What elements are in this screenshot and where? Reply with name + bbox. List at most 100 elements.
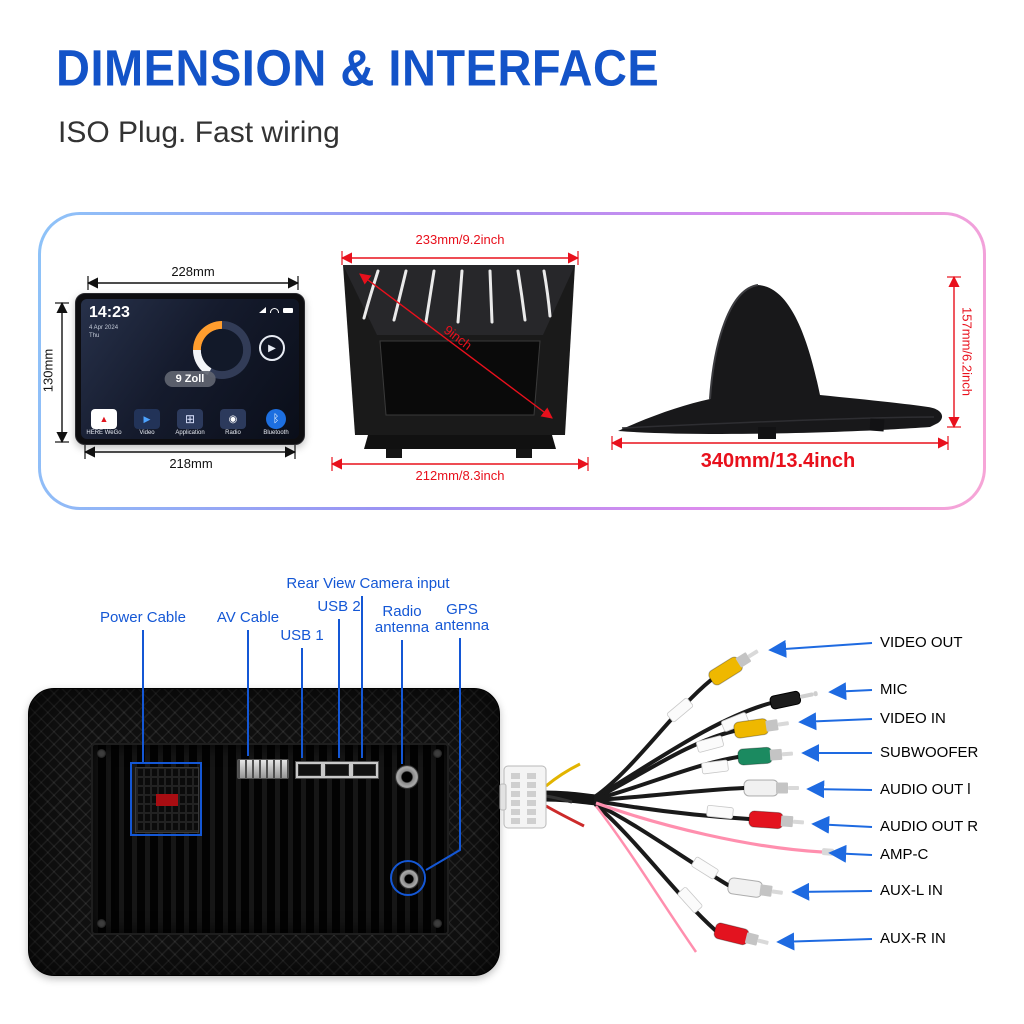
rca-plug-aux-r bbox=[713, 922, 769, 946]
dim-front-height: 130mm bbox=[40, 348, 56, 393]
video-icon: ▶ bbox=[134, 409, 160, 429]
rca-plug-aux-l bbox=[727, 877, 783, 898]
gps-antenna-jack bbox=[399, 869, 419, 889]
callout-gps-line2: antenna bbox=[434, 617, 490, 634]
mount-figure bbox=[610, 275, 961, 450]
rca-plug-audio-out-r bbox=[748, 810, 805, 830]
radio-antenna-jack bbox=[395, 765, 419, 789]
frame-chin bbox=[364, 435, 556, 449]
screen-day: Thu bbox=[89, 333, 100, 339]
harness-label-aux-l: AUX-L IN bbox=[880, 882, 943, 899]
mic-plug bbox=[769, 690, 818, 710]
callout-gps-antenna: GPS antenna bbox=[422, 602, 502, 634]
power-highlight-box bbox=[130, 762, 202, 836]
app-label: Video bbox=[139, 430, 155, 436]
rear-callout-lines bbox=[130, 596, 461, 896]
head-unit-screen: 14:23 4 Apr 2024 Thu ▶ 9 Zoll ▲ HERE WeG… bbox=[81, 299, 299, 439]
radio-icon: ◉ bbox=[220, 409, 246, 429]
screen-size-badge: 9 Zoll bbox=[164, 371, 216, 387]
signal-icon bbox=[259, 307, 266, 313]
arrow-video-out bbox=[768, 639, 873, 658]
screen-clock: 14:23 bbox=[89, 304, 130, 321]
usb2-port bbox=[325, 764, 349, 776]
callout-usb2: USB 2 bbox=[317, 598, 361, 615]
app-video: ▶ Video bbox=[126, 409, 168, 436]
power-connector bbox=[135, 767, 199, 833]
dim-front-width-top: 228mm bbox=[171, 264, 215, 279]
dim-mount-width: 340mm/13.4inch bbox=[700, 450, 856, 472]
screw bbox=[433, 919, 442, 928]
callout-av-cable: AV Cable bbox=[216, 609, 280, 626]
play-button-icon: ▶ bbox=[259, 335, 285, 361]
app-label: Radio bbox=[225, 430, 241, 436]
harness-label-amp-c: AMP-C bbox=[880, 846, 929, 863]
callout-radio-antenna: Radio antenna bbox=[362, 604, 442, 636]
usb-ports bbox=[295, 761, 379, 779]
app-here-wego: ▲ HERE WeGo bbox=[83, 409, 125, 436]
rca-plug-audio-out-l bbox=[743, 779, 799, 797]
screw bbox=[433, 749, 442, 758]
bluetooth-icon: ᛒ bbox=[266, 409, 286, 429]
app-application: ⊞ Application bbox=[169, 409, 211, 436]
rca-plug-video-out bbox=[708, 649, 759, 686]
play-glyph: ▶ bbox=[268, 342, 276, 354]
mount-shape bbox=[618, 285, 943, 434]
harness-label-mic: MIC bbox=[880, 681, 908, 698]
head-unit-front: 14:23 4 Apr 2024 Thu ▶ 9 Zoll ▲ HERE WeG… bbox=[75, 293, 305, 445]
callout-usb1: USB 1 bbox=[280, 627, 324, 644]
app-label: Bluetooth bbox=[263, 430, 289, 436]
battery-icon bbox=[283, 308, 293, 313]
callout-radio-line2: antenna bbox=[374, 619, 430, 636]
here-wego-icon: ▲ bbox=[91, 409, 117, 429]
main-harness-connector bbox=[499, 765, 547, 829]
frame-opening bbox=[379, 340, 541, 416]
arrow-aux-l bbox=[791, 882, 873, 901]
harness-label-audio-out-r: AUDIO OUT R bbox=[880, 818, 979, 835]
callout-power-cable: Power Cable bbox=[100, 609, 186, 626]
gps-highlight-circle bbox=[390, 860, 426, 896]
front-view-dimension-lines bbox=[55, 276, 300, 459]
page-subtitle: ISO Plug. Fast wiring bbox=[58, 116, 340, 149]
callout-radio-line1: Radio bbox=[382, 603, 422, 620]
harness-label-video-in: VIDEO IN bbox=[880, 710, 946, 727]
wiring-harness bbox=[499, 639, 873, 953]
screw bbox=[97, 919, 106, 928]
power-connector-sticker bbox=[156, 794, 178, 806]
harness-label-audio-out-l: AUDIO OUT l bbox=[880, 781, 971, 798]
rca-plug-video-in bbox=[733, 718, 789, 739]
camera-input-port bbox=[352, 764, 376, 776]
rca-plug-subwoofer bbox=[737, 746, 794, 766]
frame-figure bbox=[330, 251, 590, 471]
harness-label-video-out: VIDEO OUT bbox=[880, 634, 963, 651]
harness-label-subwoofer: SUBWOOFER bbox=[880, 744, 979, 761]
dim-front-width-bottom: 218mm bbox=[169, 456, 213, 471]
amp-c-terminal bbox=[821, 848, 835, 856]
harness-label-aux-r: AUX-R IN bbox=[880, 930, 946, 947]
arrow-audio-out-r bbox=[811, 815, 873, 834]
page-title: DIMENSION & INTERFACE bbox=[56, 39, 660, 97]
app-bluetooth: ᛒ Bluetooth bbox=[255, 409, 297, 436]
wifi-icon bbox=[270, 308, 279, 313]
dim-mount-height: 157mm/6.2inch bbox=[959, 307, 975, 396]
amp-c-wire bbox=[595, 801, 823, 854]
speedometer-gauge bbox=[193, 321, 251, 379]
application-grid-icon: ⊞ bbox=[177, 409, 203, 429]
arrow-amp-c bbox=[828, 844, 873, 863]
screw bbox=[97, 749, 106, 758]
arrow-mic bbox=[828, 682, 873, 701]
arrow-aux-r bbox=[776, 932, 873, 951]
usb1-port bbox=[298, 764, 322, 776]
status-icons bbox=[259, 305, 293, 313]
rear-unit bbox=[28, 688, 500, 976]
app-label: Application bbox=[175, 430, 205, 436]
app-radio: ◉ Radio bbox=[212, 409, 254, 436]
dim-frame-width-bottom: 212mm/8.3inch bbox=[415, 468, 505, 483]
av-connector bbox=[237, 759, 289, 779]
callout-gps-line1: GPS bbox=[446, 601, 478, 618]
dim-frame-width-top: 233mm/9.2inch bbox=[415, 232, 505, 247]
app-label: HERE WeGo bbox=[86, 430, 122, 436]
arrow-audio-out-l bbox=[806, 780, 873, 799]
callout-rear-camera: Rear View Camera input bbox=[286, 575, 450, 592]
app-row: ▲ HERE WeGo ▶ Video ⊞ Application ◉ Radi… bbox=[83, 409, 297, 436]
arrow-video-in bbox=[798, 712, 873, 731]
